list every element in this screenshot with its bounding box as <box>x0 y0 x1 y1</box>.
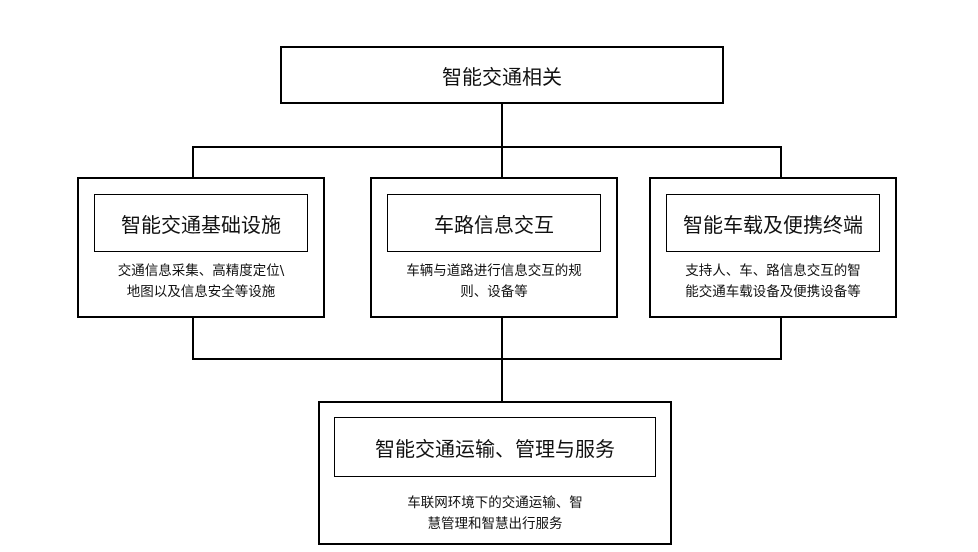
connector-outcome-down <box>501 358 503 402</box>
description-line: 车联网环境下的交通运输、智 <box>407 495 583 511</box>
description-line: 车辆与道路进行信息交互的规 <box>406 263 582 279</box>
connector-drop-center <box>501 146 503 178</box>
root-node: 智能交通相关 <box>280 46 724 104</box>
category-node-terminals: 智能车载及便携终端 支持人、车、路信息交互的智 能交通车载设备及便携设备等 <box>649 177 897 318</box>
connector-root-down <box>501 104 503 147</box>
category-title-box: 智能车载及便携终端 <box>666 194 880 252</box>
outcome-title: 智能交通运输、管理与服务 <box>375 436 615 461</box>
connector-top-bus <box>192 146 782 148</box>
category-title-box: 智能交通基础设施 <box>94 194 308 252</box>
description-line: 地图以及信息安全等设施 <box>126 284 276 300</box>
connector-rise-left <box>192 317 194 359</box>
description-line: 则、设备等 <box>460 284 528 300</box>
outcome-title-box: 智能交通运输、管理与服务 <box>334 417 656 477</box>
connector-drop-right <box>780 146 782 178</box>
description-line: 慧管理和智慧出行服务 <box>427 516 563 532</box>
description-line: 支持人、车、路信息交互的智 <box>685 263 861 279</box>
category-title: 车路信息交互 <box>434 212 554 237</box>
category-node-v2i: 车路信息交互 车辆与道路进行信息交互的规 则、设备等 <box>370 177 618 318</box>
category-description: 交通信息采集、高精度定位\ 地图以及信息安全等设施 <box>85 261 317 303</box>
connector-drop-left <box>192 146 194 178</box>
category-title: 智能交通基础设施 <box>121 212 281 237</box>
description-line: 交通信息采集、高精度定位\ <box>117 263 285 279</box>
connector-bottom-bus <box>192 358 782 360</box>
category-description: 车辆与道路进行信息交互的规 则、设备等 <box>378 261 610 303</box>
category-description: 支持人、车、路信息交互的智 能交通车载设备及便携设备等 <box>657 261 889 303</box>
connector-rise-right <box>780 317 782 359</box>
connector-rise-center <box>501 317 503 359</box>
category-node-infrastructure: 智能交通基础设施 交通信息采集、高精度定位\ 地图以及信息安全等设施 <box>77 177 325 318</box>
outcome-node: 智能交通运输、管理与服务 车联网环境下的交通运输、智 慧管理和智慧出行服务 <box>318 401 672 545</box>
category-title: 智能车载及便携终端 <box>683 212 863 237</box>
root-node-label: 智能交通相关 <box>442 64 562 89</box>
outcome-description: 车联网环境下的交通运输、智 慧管理和智慧出行服务 <box>360 493 630 535</box>
description-line: 能交通车载设备及便携设备等 <box>685 284 861 300</box>
category-title-box: 车路信息交互 <box>387 194 601 252</box>
